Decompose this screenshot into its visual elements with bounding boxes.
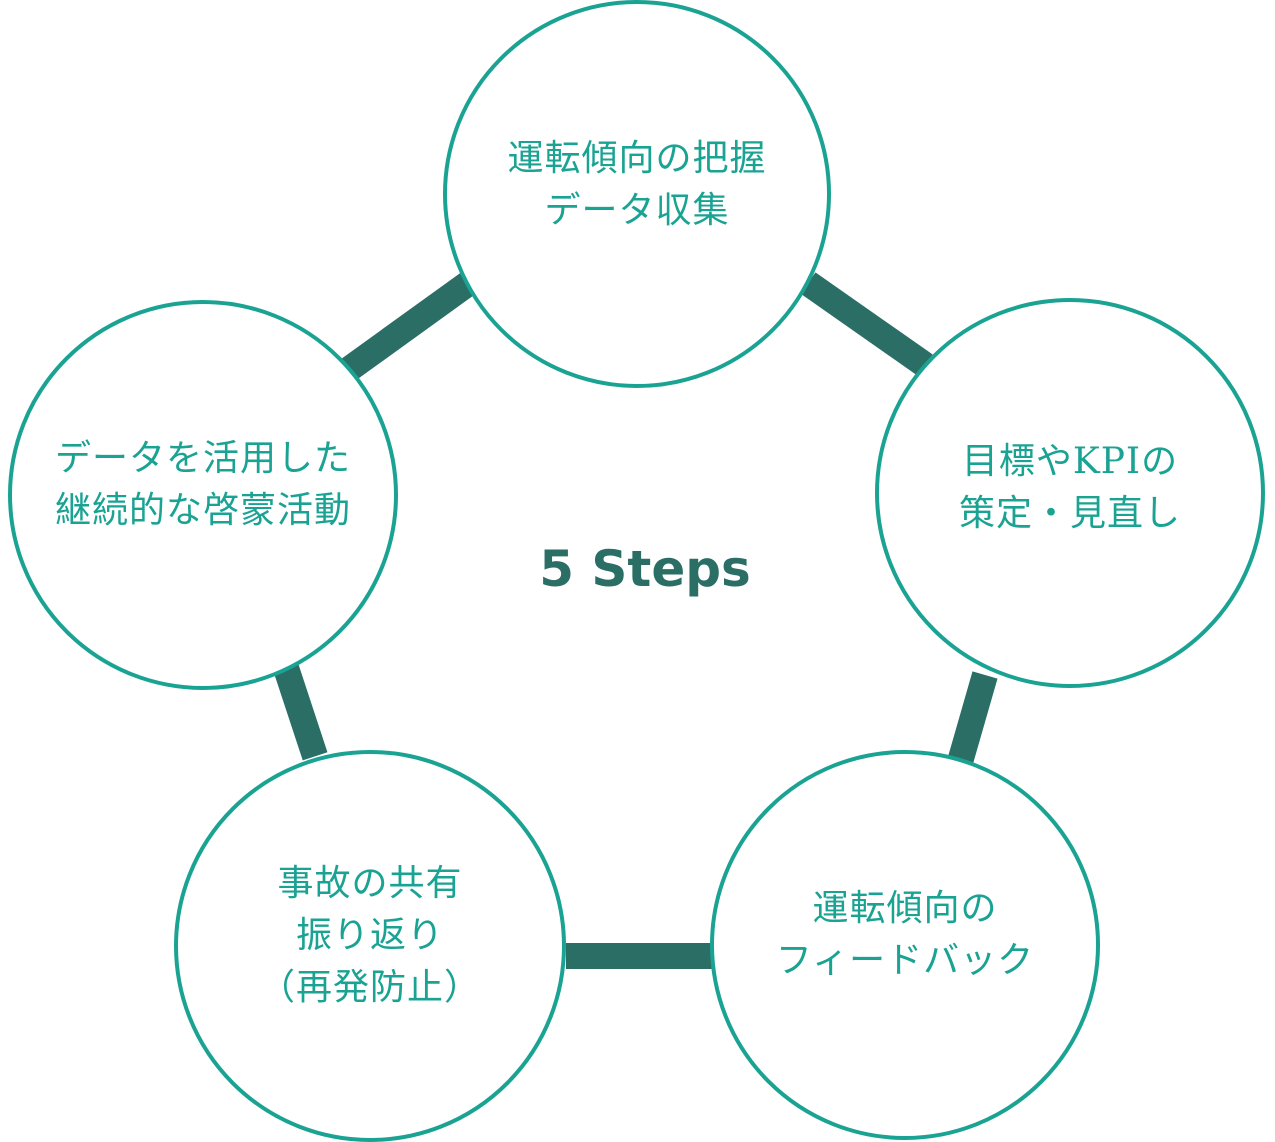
step-circle-4: 事故の共有 振り返り （再発防止） [174, 750, 566, 1142]
step-1-line-1: 運転傾向の把握 [507, 137, 767, 179]
step-3-line-2: フィードバック [775, 940, 1035, 981]
diagram-title: 5 Steps [539, 540, 751, 598]
step-label-2: 目標やKPIの 策定・見直し [959, 436, 1181, 540]
step-label-5: データを活用した 継続的な啓蒙活動 [55, 433, 351, 537]
connector-step2-step3 [947, 671, 998, 766]
step-label-4: 事故の共有 振り返り （再発防止） [259, 858, 481, 1015]
step-circle-5: データを活用した 継続的な啓蒙活動 [8, 300, 398, 690]
step-5-line-2: 継続的な啓蒙活動 [54, 490, 351, 531]
connector-step3-step4 [566, 943, 712, 969]
connector-step1-step2 [800, 272, 933, 376]
step-circle-3: 運転傾向の フィードバック [710, 750, 1100, 1140]
step-4-line-1: 事故の共有 [277, 862, 463, 904]
step-4-line-3: （再発防止） [258, 967, 481, 1009]
step-circle-2: 目標やKPIの 策定・見直し [875, 298, 1265, 688]
step-1-line-2: データ収集 [544, 190, 730, 231]
step-3-line-1: 運転傾向の [812, 887, 998, 929]
step-4-line-2: 振り返り [295, 914, 444, 956]
step-2-line-1: 目標やKPIの [961, 440, 1179, 482]
step-circle-1: 運転傾向の把握 データ収集 [443, 0, 831, 388]
step-label-1: 運転傾向の把握 データ収集 [507, 133, 766, 237]
step-label-3: 運転傾向の フィードバック [776, 883, 1034, 987]
step-5-line-1: データを活用した [54, 437, 351, 479]
connector-step4-step5 [273, 663, 328, 761]
step-2-line-2: 策定・見直し [958, 493, 1181, 534]
connector-step5-step1 [340, 271, 478, 381]
